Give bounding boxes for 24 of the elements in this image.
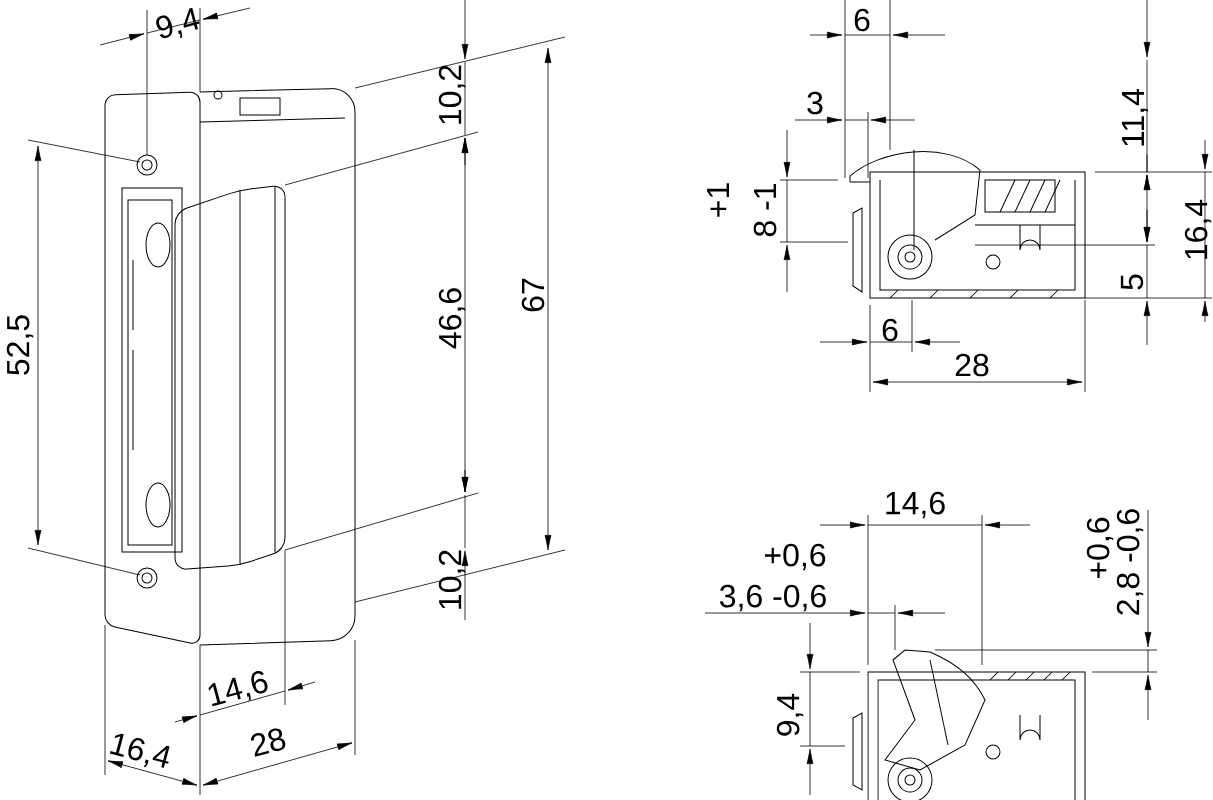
dimension-label: 6 [882,318,898,342]
dimension-label: 10,2 [438,550,466,609]
dimension-label: 28 [955,353,989,377]
dimension-label: +0,6 [765,543,826,571]
dimension-label: +0,6 [1086,517,1114,579]
dimension-label: 16,4 [1184,199,1212,259]
dimension-label: 14,6 [886,491,945,519]
dimension-label: 3 [807,91,823,115]
dimension-label: 9,4 [776,693,804,736]
dimension-label: 46,6 [438,288,466,349]
dimension-label: 52,5 [6,315,34,375]
dimension-label: 11,4 [1121,89,1149,146]
dimension-label: 2,8 -0,6 [1116,509,1144,615]
dimension-label: 16,4 [109,733,170,768]
dimension-label: 3,6 -0,6 [720,584,826,612]
dimension-label: 9,4 [156,7,200,39]
dimension-label: 5 [1120,274,1144,290]
dimension-label: 6 [854,8,870,32]
dimension-label: 28 [250,728,286,757]
dimension-label: 67 [521,278,545,312]
dimension-label: +1 [707,183,729,217]
dimension-label: 10,2 [438,65,466,124]
dimension-label: 14,6 [208,671,268,707]
dimension-label: 8 -1 [753,184,777,237]
